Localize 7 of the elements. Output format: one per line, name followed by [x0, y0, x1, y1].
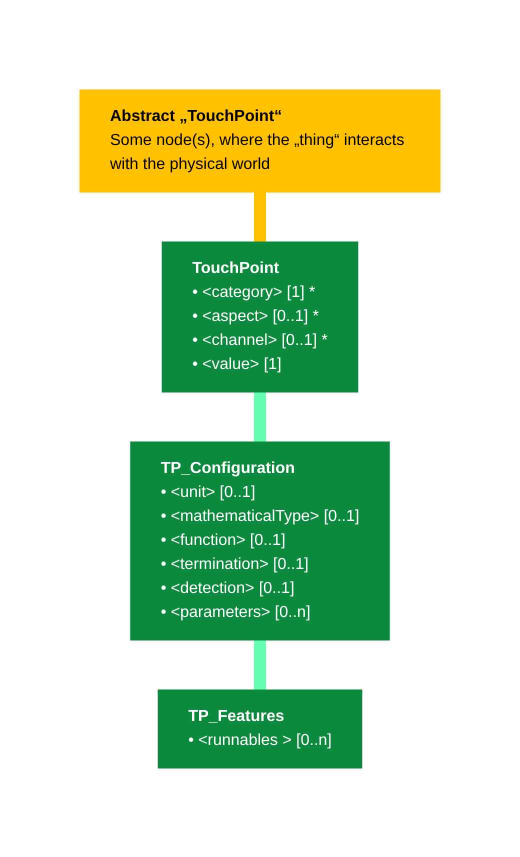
connector	[254, 190, 266, 244]
connector	[254, 390, 266, 444]
node-box: TouchPoint • <category> [1] * • <aspect> [0..1] * • <channel> [0..1] * • <value> [1]	[162, 241, 358, 392]
node-box: Abstract „TouchPoint“ Some node(s), where the „thing“ interacts with the physical world	[80, 89, 440, 192]
node-box: TP_Features • <runnables > [0..n]	[158, 689, 362, 768]
node-box: TP_Configuration • <unit> [0..1] • <mathematicalType> [0..1] • <function> [0..1] • <termination> [0..1] • <detection> [0..1] • <parameters> [0..n]	[130, 441, 390, 640]
connector	[254, 638, 266, 692]
